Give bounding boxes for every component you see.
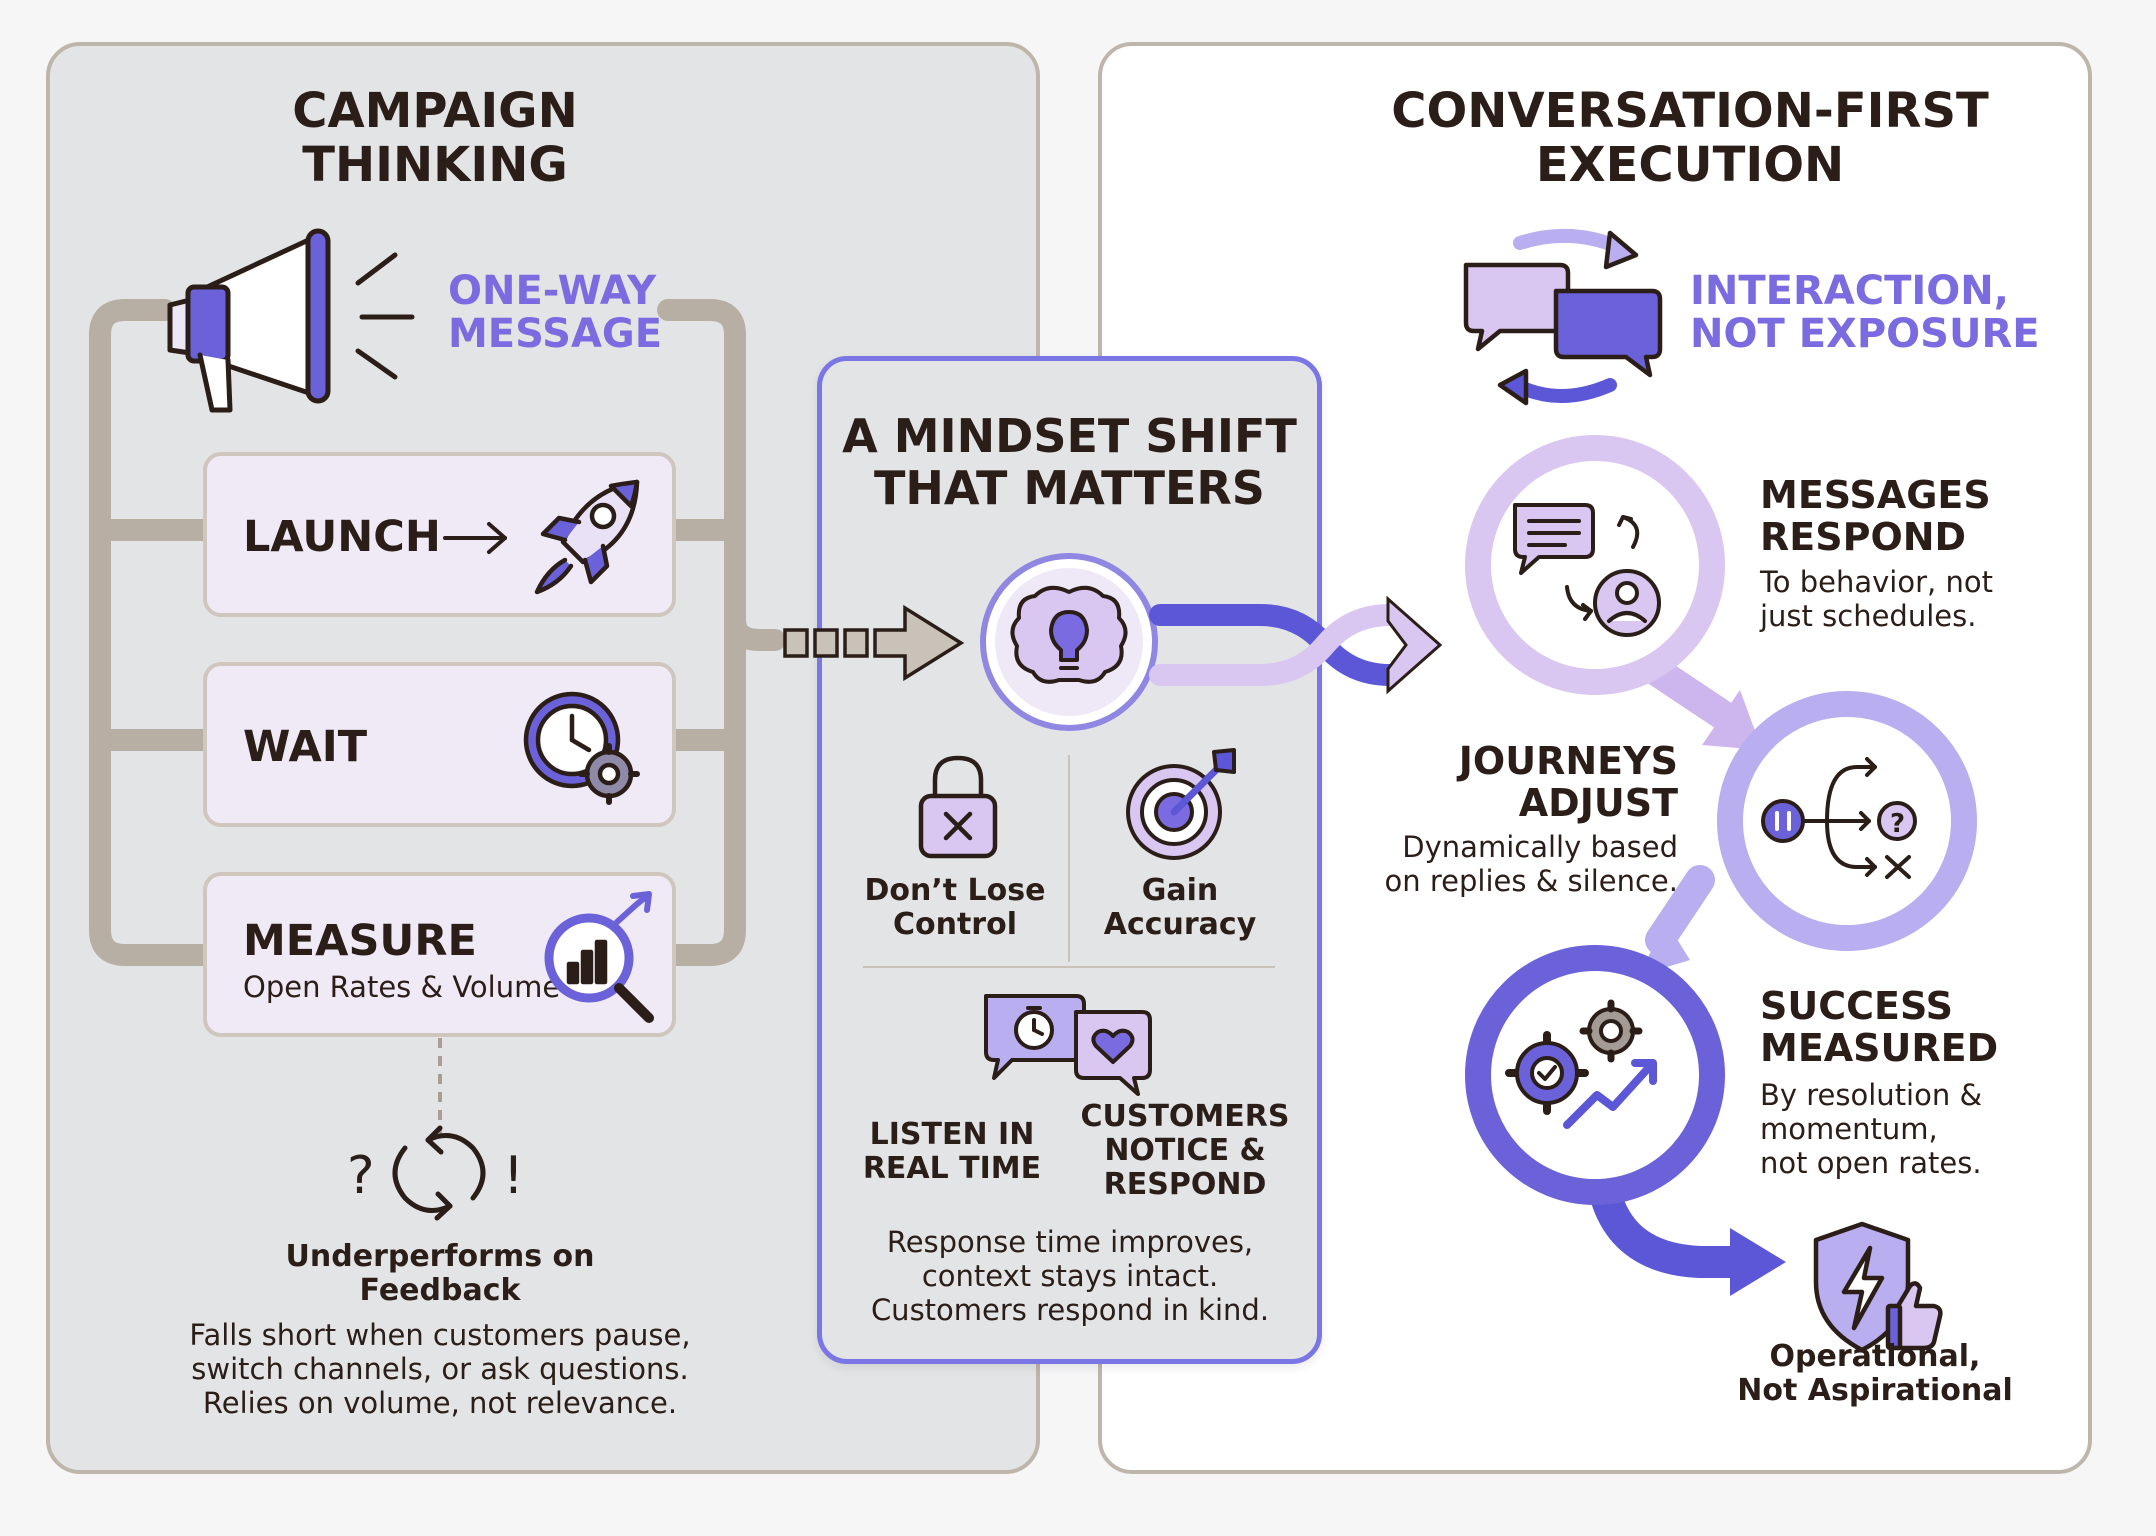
svg-text:!: ! [503,1146,524,1206]
megaphone-icon [167,228,415,413]
measure-step: MEASURE Open Rates & Volume [203,872,676,1037]
messages-respond-title: MESSAGES RESPOND [1760,473,1991,559]
gain-accuracy-label: Gain Accuracy [1103,873,1257,942]
journeys-adjust-desc: Dynamically based on replies & silence. [1384,830,1678,898]
campaign-thinking-title: CAMPAIGN THINKING [292,83,578,193]
chat-person-icon [1465,435,1725,695]
interaction-not-exposure-label: INTERACTION, NOT EXPOSURE [1690,268,2040,357]
target-icon [1126,748,1236,860]
svg-text:?: ? [347,1146,375,1206]
magnifier-chart-icon [544,891,654,1023]
brain-bulb-icon [980,553,1158,731]
mindset-shift-title: A MINDSET SHIFT THAT MATTERS [842,409,1297,515]
dashed-arrow-icon [783,604,965,682]
measure-label: MEASURE [243,916,477,966]
launch-step: LAUNCH [203,452,676,617]
twist-arrows-icon [1149,595,1443,695]
shield-thumb-icon [1813,1221,1943,1353]
middle-horizontal-divider [863,966,1275,968]
chat-swap-icon [1463,228,1663,406]
clock-gear-icon [523,691,640,805]
feedback-description: Falls short when customers pause, switch… [189,1318,691,1420]
rocket-icon [534,479,640,595]
wait-label: WAIT [243,722,368,772]
listen-real-time-label: LISTEN IN REAL TIME [862,1117,1042,1186]
question-cycle-icon: ? ! [347,1125,524,1221]
chat-timer-heart-icon [984,994,1152,1096]
success-measured-title: SUCCESS MEASURED [1760,984,1999,1070]
one-way-message-label: ONE-WAY MESSAGE [448,268,663,357]
feedback-title: Underperforms on Feedback [285,1239,595,1308]
arrow-right-icon [443,522,507,554]
messages-respond-desc: To behavior, not just schedules. [1760,565,1993,633]
lock-icon [918,755,998,859]
measure-sublabel: Open Rates & Volume [243,970,561,1004]
launch-label: LAUNCH [243,512,441,562]
conversation-first-title: CONVERSATION-FIRST EXECUTION [1391,83,1989,193]
wait-step: WAIT [203,662,676,827]
journeys-adjust-title: JOURNEYS ADJUST [1458,739,1678,825]
customers-notice-label: CUSTOMERS NOTICE & RESPOND [1080,1099,1290,1202]
mindset-footer-text: Response time improves, context stays in… [870,1225,1270,1327]
success-measured-desc: By resolution & momentum, not open rates… [1760,1078,1983,1180]
gears-growth-icon [1465,945,1725,1205]
branch-icon: ? [1717,691,1977,951]
middle-vertical-divider [1068,755,1070,962]
dont-lose-control-label: Don’t Lose Control [864,873,1046,942]
operational-label: Operational, Not Aspirational [1737,1339,2013,1408]
svg-text:?: ? [1890,809,1905,839]
